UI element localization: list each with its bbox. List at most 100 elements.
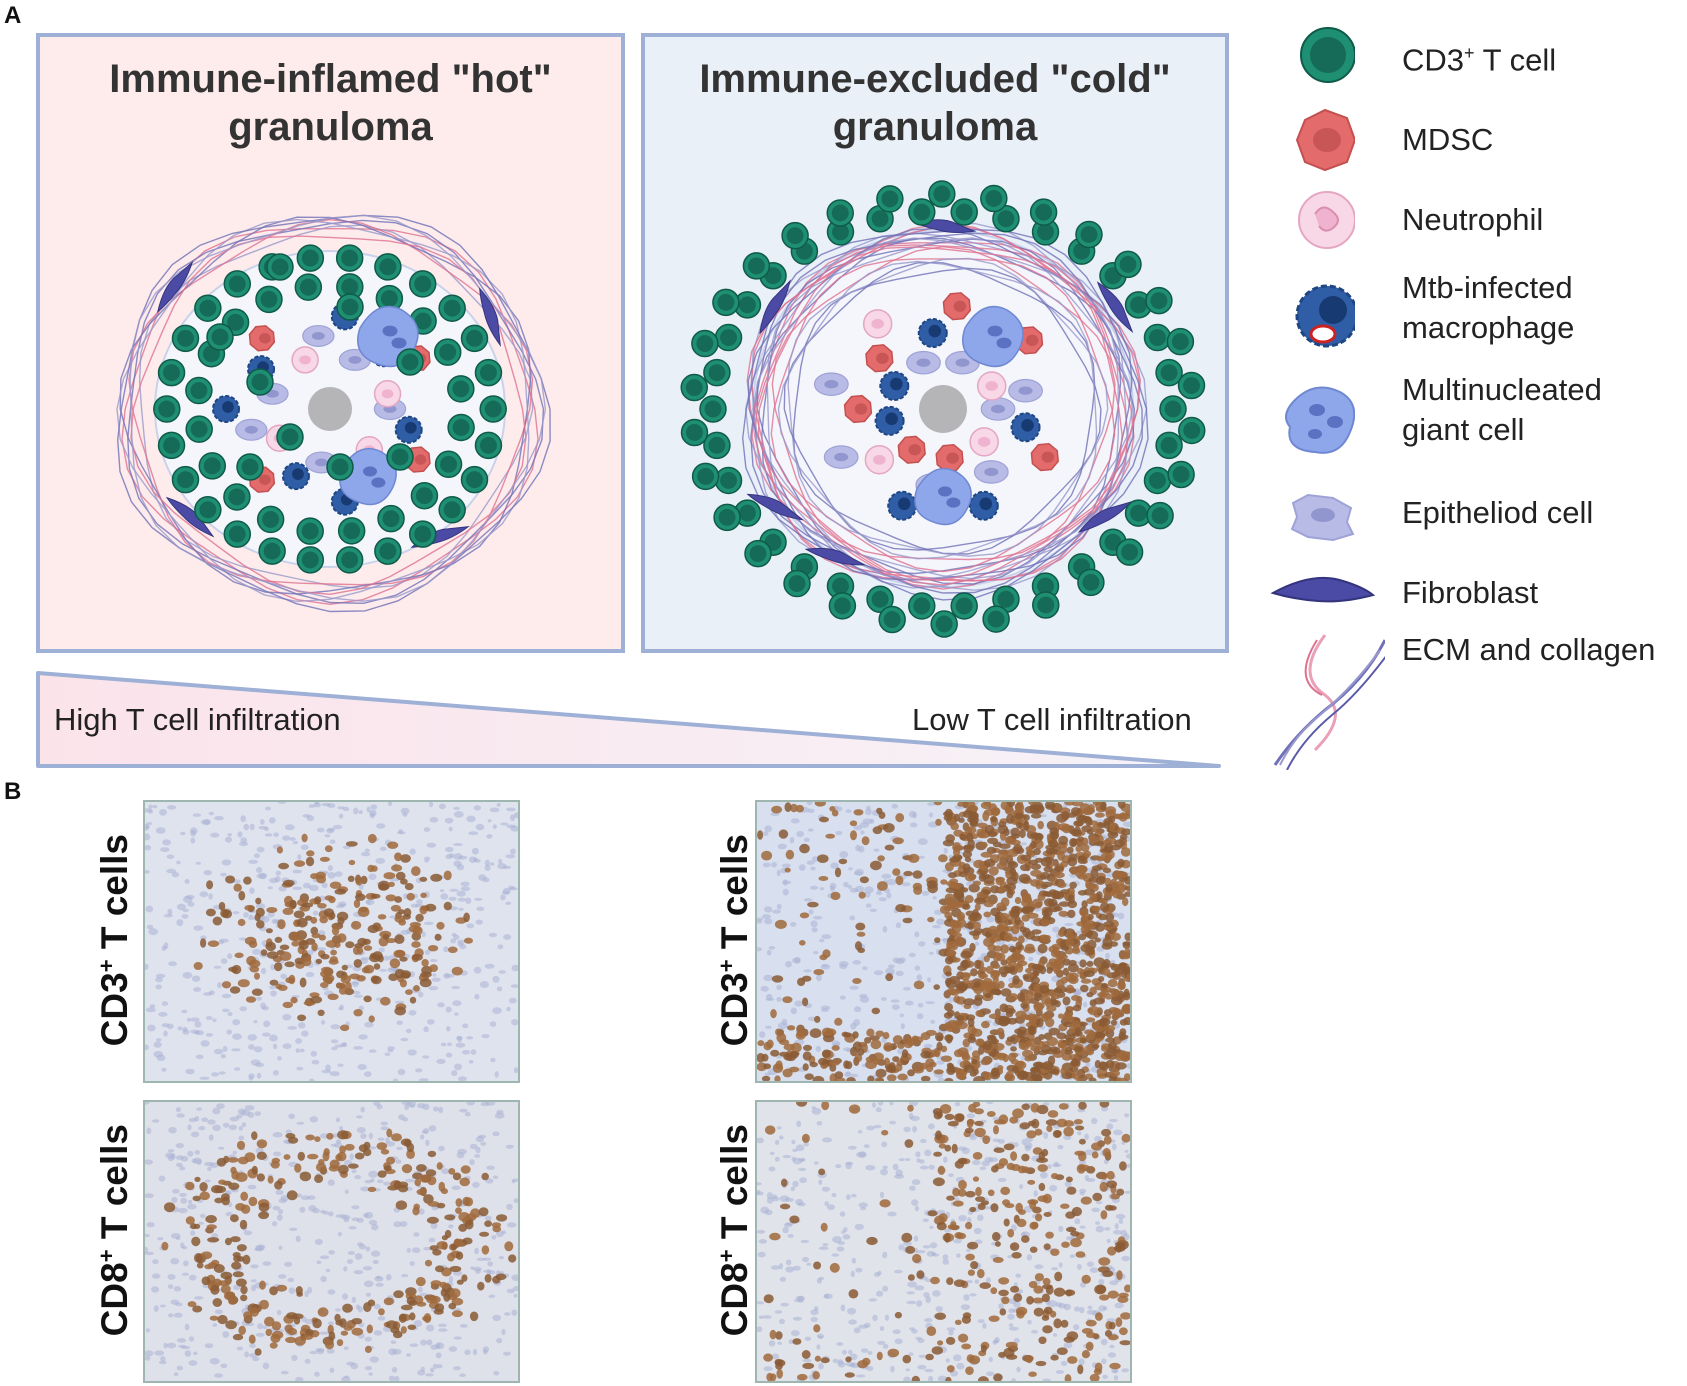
macrophage-cell xyxy=(212,395,240,423)
cold-title-line2: granuloma xyxy=(832,105,1038,149)
giant-cell xyxy=(962,305,1024,368)
legend-label-t-cell: CD3+ T cell xyxy=(1402,42,1557,78)
t-cell xyxy=(153,395,181,423)
legend-item-mdsc: MDSC xyxy=(1265,100,1685,180)
hot-granuloma-title: Immune-inflamed "hot" granuloma xyxy=(40,55,621,151)
t-cell xyxy=(928,180,956,208)
t-cell xyxy=(337,517,366,545)
t-cell xyxy=(703,358,731,387)
t-cell xyxy=(258,537,286,565)
t-cell xyxy=(246,368,274,396)
mdsc-cell xyxy=(1030,442,1059,472)
t-cell xyxy=(680,373,708,402)
legend-label-neutrophil: Neutrophil xyxy=(1402,202,1544,237)
legend-label-epithelioid: Epitheliod cell xyxy=(1402,495,1594,530)
cold-granuloma-title: Immune-excluded "cold" granuloma xyxy=(645,55,1225,151)
t-cell xyxy=(992,205,1020,233)
hot-title-line2: granuloma xyxy=(228,105,433,149)
panel-b-letter: B xyxy=(4,778,22,805)
t-cell xyxy=(447,413,475,442)
t-cell xyxy=(908,592,936,620)
cold-title-line1: Immune-excluded "cold" xyxy=(699,57,1171,101)
t-cell xyxy=(266,253,294,281)
t-cell xyxy=(479,395,507,423)
t-cell xyxy=(1167,460,1195,489)
t-cell xyxy=(828,592,857,620)
t-cell xyxy=(223,270,252,298)
t-cell xyxy=(408,520,437,548)
t-cell xyxy=(1177,371,1206,400)
t-cell xyxy=(438,496,466,524)
cold-granuloma-illustration xyxy=(680,180,1206,638)
micrograph-hot-cd3 xyxy=(143,800,520,1083)
macrophage-cell xyxy=(1010,412,1041,443)
fibroblast-cell xyxy=(804,547,866,566)
legend-label-mdsc: MDSC xyxy=(1402,122,1494,157)
t-cell xyxy=(276,423,304,451)
low-infiltration-label: Low T cell infiltration xyxy=(912,702,1192,737)
collagen-fibers xyxy=(116,214,551,613)
t-cell xyxy=(335,546,364,574)
micrograph-cold-cd3 xyxy=(755,800,1132,1083)
macrophage-cell xyxy=(879,370,910,401)
t-cell xyxy=(691,462,720,491)
t-cell xyxy=(703,431,731,460)
fibroblast-cell xyxy=(156,260,194,313)
t-cell xyxy=(408,270,437,298)
fibroblast-cell xyxy=(1096,281,1134,334)
t-cell xyxy=(386,443,414,471)
t-cell xyxy=(396,348,424,376)
t-cell xyxy=(878,605,906,634)
t-cell xyxy=(1031,218,1060,246)
t-cell xyxy=(908,198,936,226)
t-cell xyxy=(1032,591,1060,619)
epithelioid-cell xyxy=(823,445,859,469)
t-cell xyxy=(474,358,503,387)
micrograph-cold-cd8 xyxy=(755,1100,1132,1383)
giant-cell-icon xyxy=(1285,386,1355,454)
t-cell xyxy=(256,505,285,534)
necrotic-center xyxy=(308,387,352,431)
giant-cell xyxy=(914,467,972,526)
t-cell xyxy=(194,496,222,524)
t-cell xyxy=(206,323,234,351)
t-cell xyxy=(980,184,1008,213)
mdsc-cell xyxy=(897,435,926,464)
legend-item-t-cell: CD3+ T cell xyxy=(1265,18,1685,98)
neutrophil-icon xyxy=(1298,191,1355,249)
t-cell xyxy=(1114,250,1142,279)
t-cell xyxy=(1145,286,1173,315)
t-cell xyxy=(1166,327,1195,356)
t-cell xyxy=(826,572,855,600)
epithelioid-cell xyxy=(973,460,1009,484)
t-cell xyxy=(1178,416,1206,445)
mdsc-cell xyxy=(865,344,894,373)
neutrophil-cell xyxy=(373,380,402,408)
mdsc-cell xyxy=(843,394,873,424)
row1-right-label: CD3+ T cells xyxy=(713,833,756,1047)
macrophage-cell xyxy=(917,318,948,349)
t-cell xyxy=(438,294,466,322)
epithelioid-cell xyxy=(235,418,268,441)
legend-label-fibroblast: Fibroblast xyxy=(1402,575,1539,610)
t-cell xyxy=(1029,198,1058,226)
t-cell xyxy=(171,324,200,353)
collagen-fibers xyxy=(741,222,1149,601)
mdsc-cell xyxy=(942,292,972,321)
t-cell xyxy=(950,198,978,226)
mdsc-cell xyxy=(935,443,964,473)
t-cell xyxy=(374,537,402,565)
macrophage-cell xyxy=(281,462,310,491)
row2-right-label: CD8+ T cells xyxy=(713,1123,756,1337)
t-cell xyxy=(982,605,1010,633)
macrophage-cell xyxy=(968,490,999,521)
t-cell xyxy=(410,481,439,510)
t-cell xyxy=(460,324,489,353)
fibroblast-cell xyxy=(913,219,977,234)
t-cell xyxy=(296,244,325,272)
mdsc-cell xyxy=(248,325,276,352)
t-cell xyxy=(930,610,958,638)
